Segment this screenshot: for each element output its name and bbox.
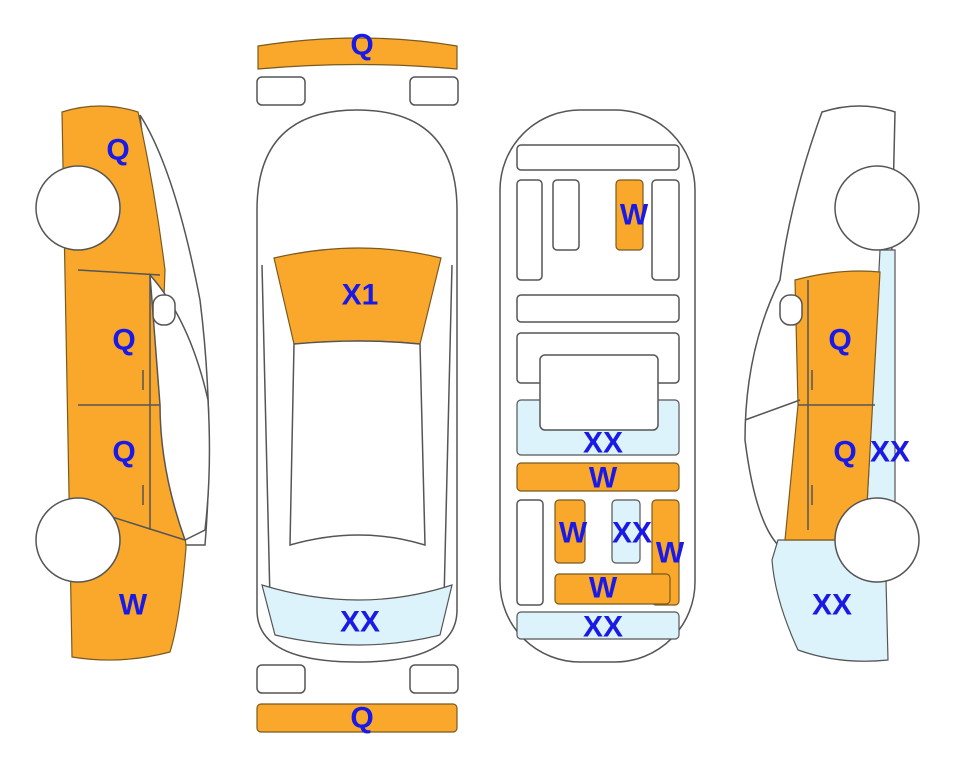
right-door-lines <box>744 280 875 530</box>
label-interior-left-seat: W <box>559 517 588 550</box>
right-front-wheel <box>834 165 920 251</box>
label-windshield: X1 <box>342 279 379 312</box>
label-interior-trunk: XX <box>583 611 623 644</box>
rear-left-seat[interactable] <box>554 499 586 564</box>
label-interior-front-seat: W <box>620 199 649 232</box>
hood-line <box>261 264 453 601</box>
left-front-wheel <box>35 165 121 251</box>
label-left-front: Q <box>106 134 129 167</box>
label-right-rear-door: Q <box>833 436 856 469</box>
rear-left-panel <box>516 499 544 606</box>
label-interior-bar: W <box>589 462 618 495</box>
interior-view <box>499 109 696 663</box>
right-rear-wheel <box>834 497 920 583</box>
label-left-front-door: Q <box>112 324 135 357</box>
front-light-right <box>409 76 459 106</box>
dashboard <box>516 144 680 171</box>
left-window <box>149 272 211 542</box>
label-rear-window: XX <box>340 606 380 639</box>
middle-bar <box>516 294 680 323</box>
rear-light-left <box>256 664 306 694</box>
front-right-panel <box>651 179 680 281</box>
front-light-left <box>256 76 306 106</box>
label-interior-floor: XX <box>583 427 623 460</box>
right-mirror <box>779 294 803 326</box>
rear-middle[interactable] <box>611 499 641 564</box>
left-mirror <box>152 294 176 326</box>
right-side-view <box>744 105 920 662</box>
rear-bench[interactable] <box>554 573 671 605</box>
front-left-panel <box>516 179 543 281</box>
trunk[interactable] <box>516 611 680 640</box>
label-left-rear-door: Q <box>112 436 135 469</box>
rear-bar[interactable] <box>516 462 680 492</box>
rear-bumper[interactable] <box>256 703 458 733</box>
left-door-lines <box>77 269 186 541</box>
top-view <box>256 37 459 733</box>
label-front-bumper: Q <box>350 29 373 62</box>
front-right-seat[interactable] <box>615 179 644 251</box>
front-left-seat[interactable] <box>552 179 580 251</box>
label-interior-rear-seat: W <box>589 572 618 605</box>
label-right-rear: XX <box>812 589 852 622</box>
label-rear-bumper: Q <box>350 702 373 735</box>
label-interior-right-seat: W <box>656 537 685 570</box>
left-rear-wheel <box>35 497 121 583</box>
rear-window[interactable] <box>261 584 453 646</box>
label-right-rear-pillar: XX <box>870 436 910 469</box>
label-right-front-door: Q <box>828 324 851 357</box>
roof <box>289 340 426 547</box>
center-box <box>539 354 659 431</box>
damage-labels: Q Q Q Q W X1 XX Q W XX W W XX W W XX Q Q… <box>106 29 910 735</box>
label-left-rear: W <box>119 589 148 622</box>
front-bumper[interactable] <box>257 37 458 70</box>
rear-light-right <box>409 664 459 694</box>
left-side-view <box>35 105 211 661</box>
label-interior-middle: XX <box>612 517 652 550</box>
